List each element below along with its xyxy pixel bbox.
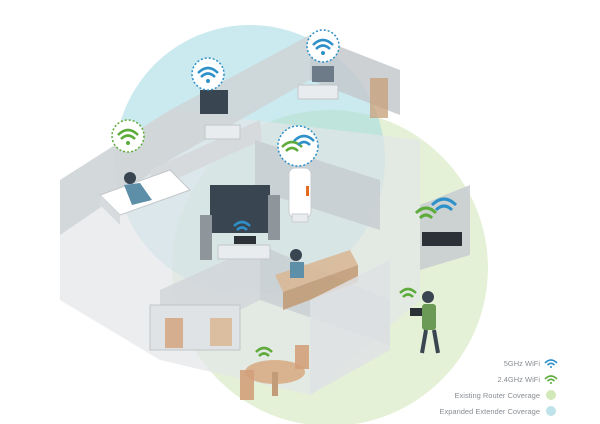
legend-label-router-coverage: Existing Router Coverage bbox=[454, 390, 540, 400]
legend-item-router-coverage: Existing Router Coverage bbox=[455, 388, 540, 402]
person-on-sofa bbox=[290, 249, 304, 278]
person-on-bed bbox=[124, 172, 152, 205]
standing-person bbox=[410, 291, 440, 354]
wifi-badge-laptop bbox=[306, 29, 340, 63]
legend-label-5ghz: 5GHz WiFi bbox=[503, 358, 540, 368]
wifi-signal-dining bbox=[255, 346, 273, 357]
legend-item-5ghz: 5GHz WiFi bbox=[504, 356, 540, 370]
wifi-signal-router bbox=[414, 197, 458, 220]
wifi-24ghz-icon bbox=[544, 375, 558, 384]
legend-label-24ghz: 2.4GHz WiFi bbox=[497, 374, 540, 384]
wifi-badge-bedroom bbox=[111, 119, 145, 153]
wifi-badge-extender bbox=[277, 125, 319, 167]
extender-coverage-swatch bbox=[546, 406, 556, 416]
wifi-badge-desk bbox=[191, 57, 225, 91]
legend-label-extender-coverage: Expanded Extender Coverage bbox=[439, 406, 541, 416]
router-coverage-swatch bbox=[546, 390, 556, 400]
wifi-signal-person bbox=[399, 287, 417, 298]
legend-item-extender-coverage: Expanded Extender Coverage bbox=[440, 404, 541, 418]
range-extender bbox=[288, 167, 312, 223]
wifi-5ghz-icon bbox=[544, 359, 558, 368]
wifi-signal-tv bbox=[233, 220, 256, 244]
legend-item-24ghz: 2.4GHz WiFi bbox=[497, 372, 540, 386]
floor-plan bbox=[60, 35, 470, 400]
